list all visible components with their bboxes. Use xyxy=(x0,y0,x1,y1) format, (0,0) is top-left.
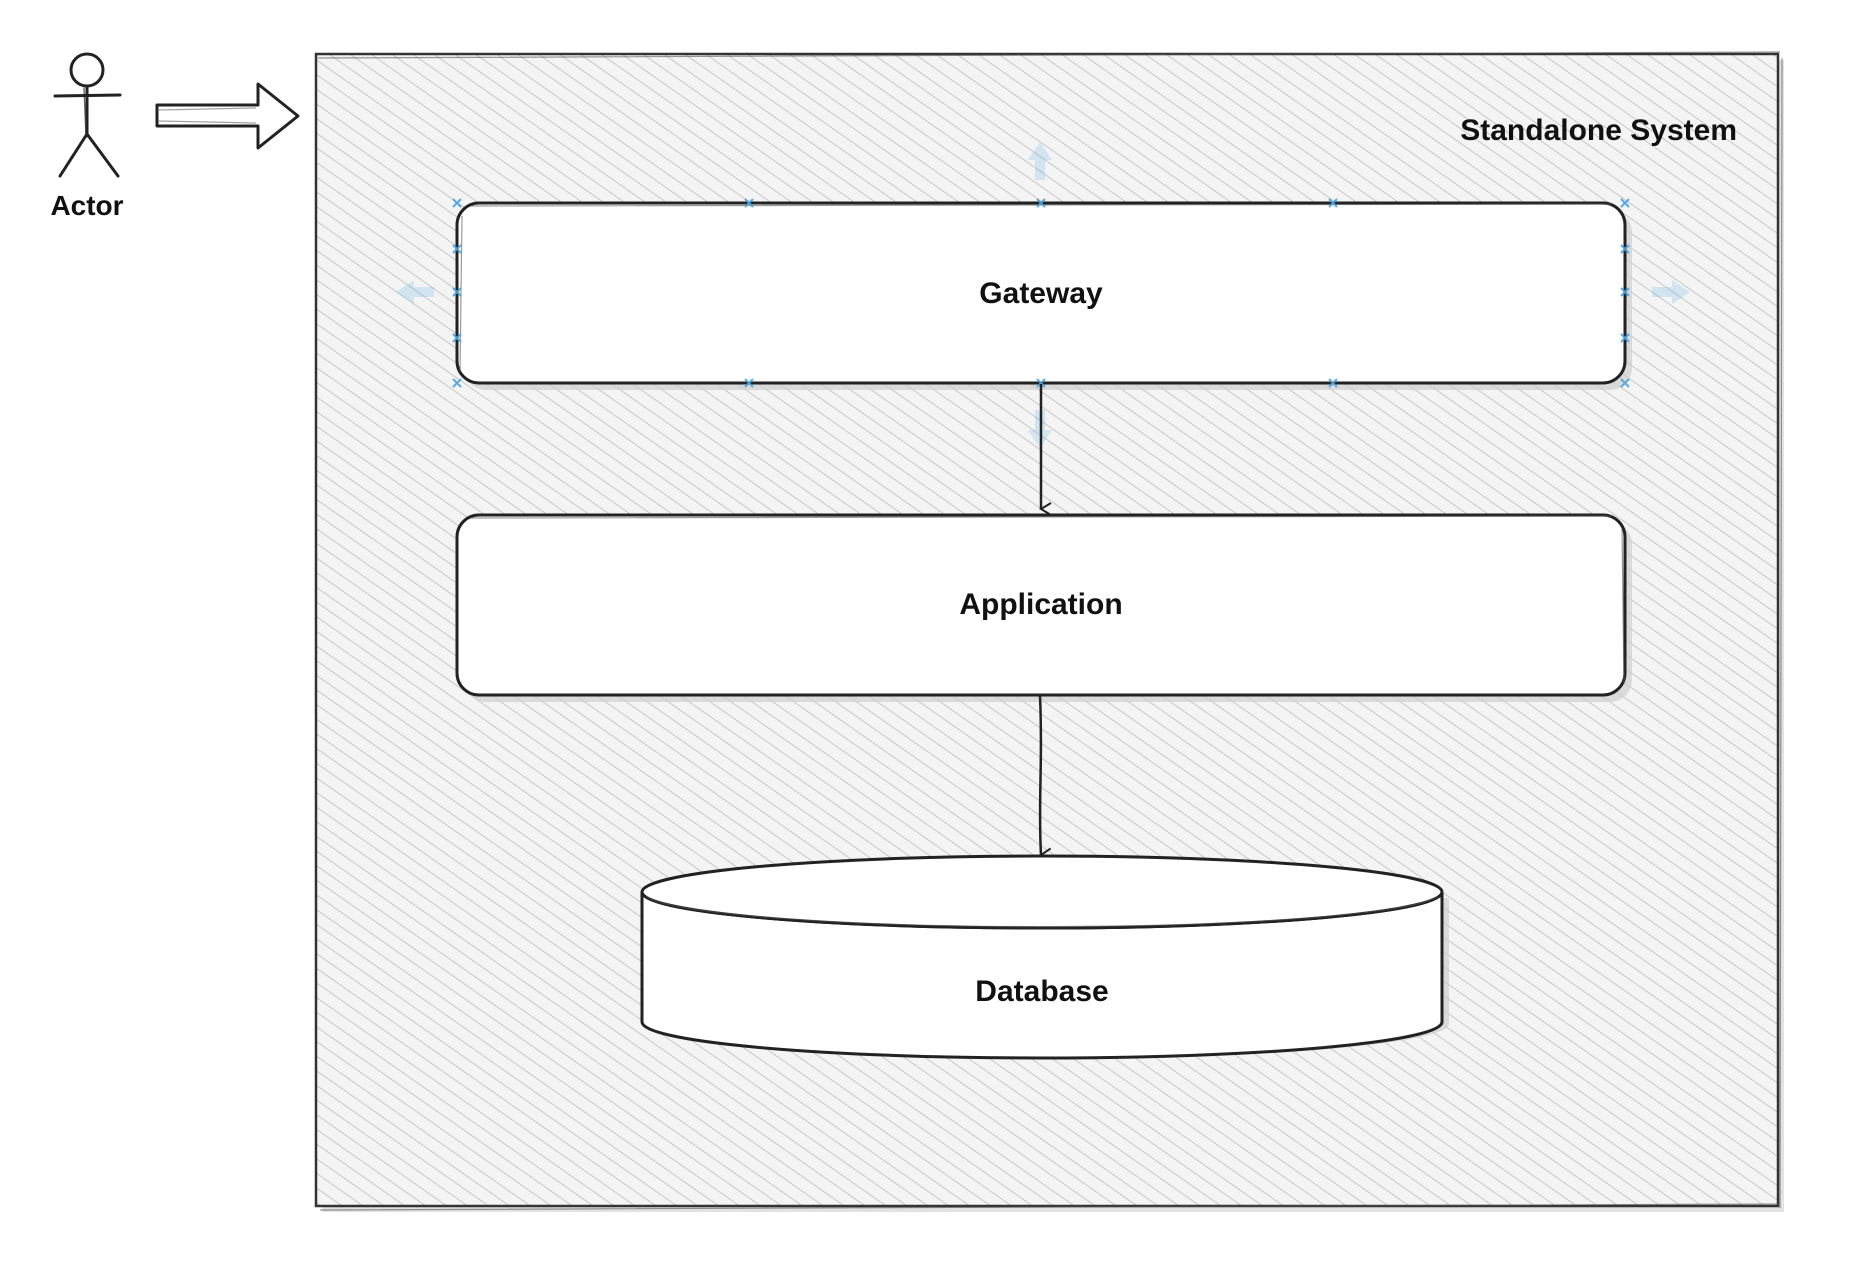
arrow-left-icon[interactable] xyxy=(396,280,434,304)
actor-to-system-arrow[interactable] xyxy=(155,82,300,150)
arrow-right-icon[interactable] xyxy=(1652,280,1690,304)
connection-hints[interactable] xyxy=(396,142,1690,448)
handle-icon[interactable] xyxy=(452,333,462,343)
system-boundary-sketch-line xyxy=(317,51,1783,1211)
application-label: Application xyxy=(959,588,1122,621)
handle-icon[interactable] xyxy=(1036,198,1046,208)
system-label: Standalone System xyxy=(1460,114,1737,147)
handle-icon[interactable] xyxy=(1036,378,1046,388)
application-node[interactable]: Application xyxy=(455,513,1632,702)
arrow-up-icon[interactable] xyxy=(1028,142,1052,180)
block-arrow-icon xyxy=(155,82,300,150)
handle-icon[interactable] xyxy=(1328,198,1338,208)
application-box[interactable] xyxy=(455,513,1627,697)
handle-icon[interactable] xyxy=(1620,198,1630,208)
handle-icon[interactable] xyxy=(452,378,462,388)
handle-icon[interactable] xyxy=(744,198,754,208)
gateway-label: Gateway xyxy=(979,277,1103,310)
handle-icon[interactable] xyxy=(1328,378,1338,388)
handle-icon[interactable] xyxy=(1620,333,1630,343)
actor[interactable]: Actor xyxy=(50,52,124,221)
gateway-node[interactable]: Gateway xyxy=(455,201,1632,390)
application-to-database-edge[interactable] xyxy=(1038,695,1052,862)
selection-handles[interactable] xyxy=(452,198,1630,388)
database-top xyxy=(640,854,1444,930)
handle-icon[interactable] xyxy=(1620,378,1630,388)
stick-figure-icon xyxy=(53,52,122,178)
handle-icon[interactable] xyxy=(1620,244,1630,254)
database-label: Database xyxy=(975,975,1108,1008)
handle-icon[interactable] xyxy=(1620,287,1630,297)
handle-icon[interactable] xyxy=(452,198,462,208)
database-node[interactable]: Database xyxy=(640,854,1449,1060)
handle-icon[interactable] xyxy=(452,287,462,297)
handle-icon[interactable] xyxy=(452,244,462,254)
handle-icon[interactable] xyxy=(744,378,754,388)
actor-label: Actor xyxy=(50,190,123,221)
